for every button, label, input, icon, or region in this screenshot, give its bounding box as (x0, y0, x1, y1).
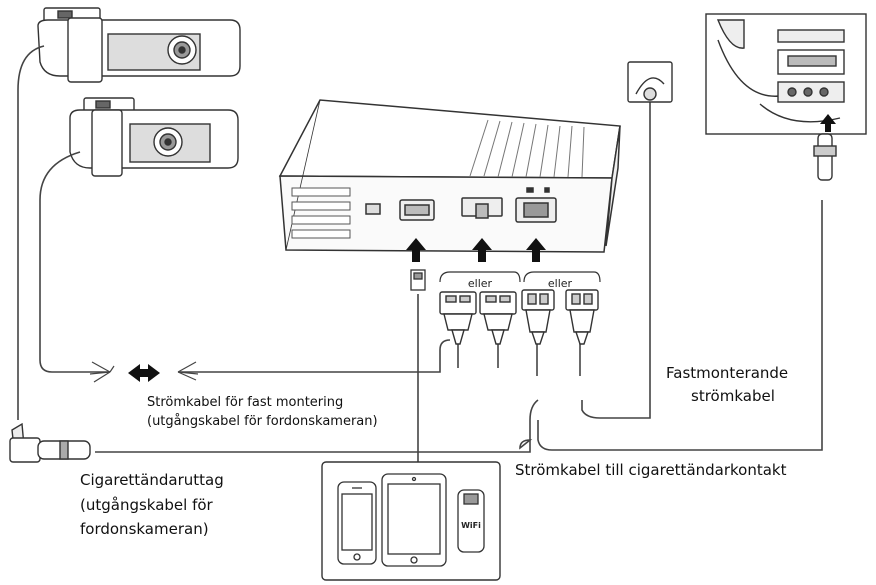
phone-icon (337, 481, 377, 565)
cigar-plug-right-icon (813, 133, 837, 181)
connector-set (439, 289, 599, 345)
gps-antenna-icon (627, 61, 673, 103)
connector-power-a (521, 289, 555, 345)
permanent-cable-sub-label: (utgångskabel för fordonskameran) (147, 414, 378, 429)
car-dashboard-icon (705, 13, 867, 135)
dashcam-front-icon (37, 7, 241, 83)
double-arrow-icon (128, 364, 160, 382)
connector-power-b (565, 289, 599, 345)
tablet-icon (381, 473, 447, 567)
fixed-mount-label-2: strömkabel (691, 387, 775, 405)
device-panel: WiFi (321, 461, 501, 581)
arrow-up-icon-dash (820, 114, 836, 132)
fixed-mount-label-1: Fastmonterande (666, 364, 789, 382)
cigar-socket-sub2: fordonskameran) (80, 520, 209, 538)
or-label-right: eller (548, 277, 573, 290)
dashcam-rear-icon (69, 97, 239, 177)
or-label-left: eller (468, 277, 493, 290)
or-brace (439, 271, 601, 283)
wire-split (89, 361, 199, 383)
permanent-cable-label: Strömkabel för fast montering (147, 395, 344, 410)
cigar-plug-icon (9, 422, 91, 463)
connector-dashcam-b (479, 291, 517, 345)
wifi-dongle-icon (457, 489, 485, 553)
usb-plug-icon (410, 269, 426, 291)
arrow-up-icon (406, 238, 546, 262)
cigar-socket-sub1: (utgångskabel för (80, 496, 213, 514)
cigar-cable-label: Strömkabel till cigarettändarkontakt (515, 461, 787, 479)
wifi-label: WiFi (461, 521, 481, 530)
connector-dashcam-a (439, 291, 477, 345)
cigar-socket-label: Cigarettändaruttag (80, 471, 224, 489)
power-box-icon (278, 99, 621, 253)
cables (17, 45, 823, 466)
